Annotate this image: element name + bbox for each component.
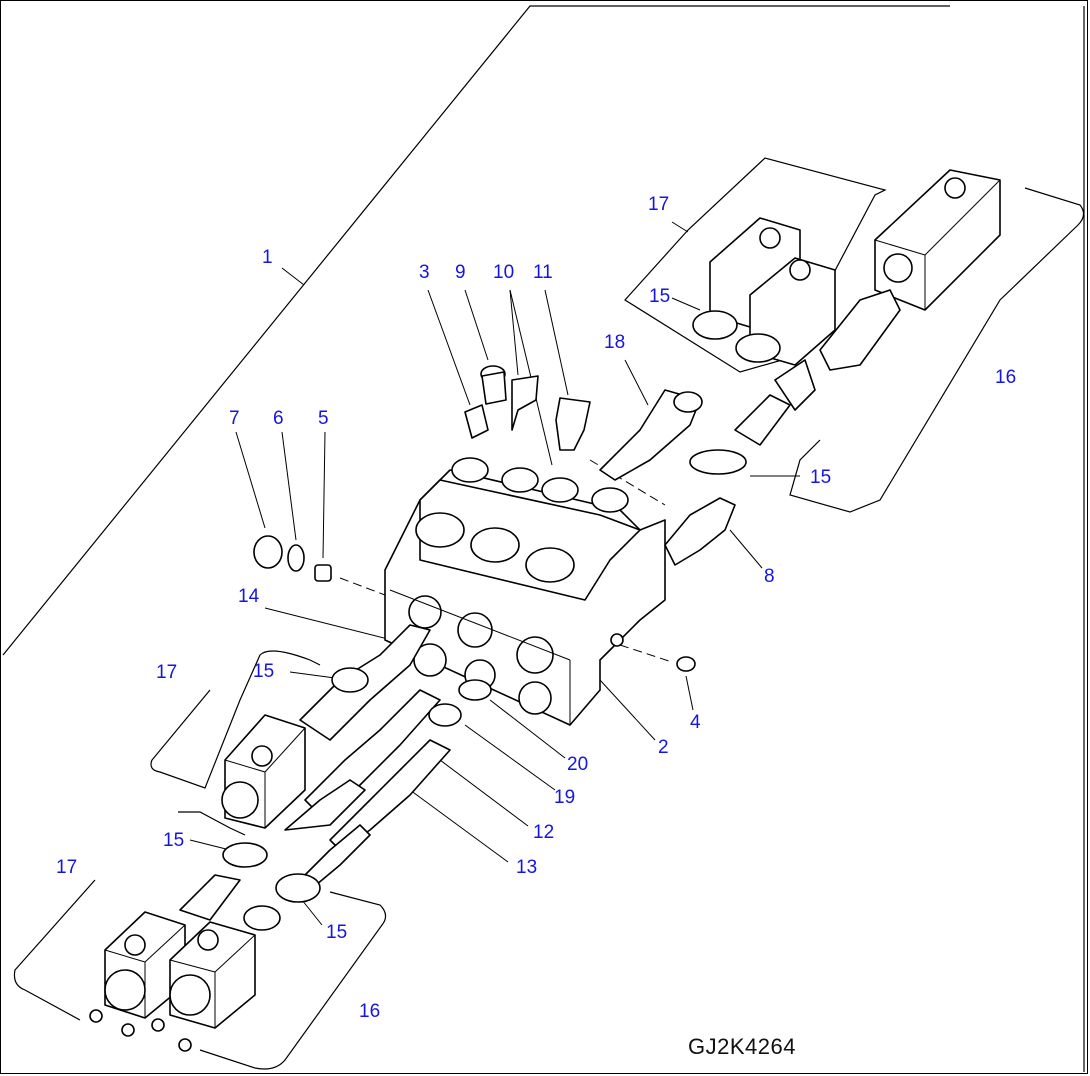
drawing-code: GJ2K4264: [688, 1034, 796, 1059]
callout-4: 4: [690, 712, 701, 733]
callout-15-b: 15: [810, 467, 832, 488]
callout-13: 13: [516, 857, 538, 878]
upper-right-solenoid-kit: [689, 169, 1001, 475]
callout-12: 12: [533, 822, 555, 843]
callout-20: 20: [567, 754, 589, 775]
callout-17-b: 17: [156, 662, 178, 683]
callout-5: 5: [318, 408, 329, 429]
callout-9: 9: [455, 262, 466, 283]
callout-15-c: 15: [253, 661, 275, 682]
valve-body: [384, 457, 666, 726]
lower-solenoid-kit: [89, 824, 371, 1052]
assembly-boundary: [2, 5, 1085, 1072]
callout-7: 7: [229, 408, 240, 429]
callout-16-a: 16: [995, 367, 1017, 388]
callout-11: 11: [533, 262, 553, 283]
callout-14: 14: [238, 586, 260, 607]
callout-15-d: 15: [163, 830, 185, 851]
callout-15-e: 15: [326, 922, 348, 943]
callout-17-c: 17: [56, 857, 78, 878]
leader-lines: [189, 221, 800, 926]
callout-8: 8: [764, 566, 775, 587]
callout-1: 1: [262, 247, 273, 268]
callout-3: 3: [419, 262, 430, 283]
right-side-parts: [664, 497, 736, 672]
callout-19: 19: [554, 787, 576, 808]
callout-18: 18: [604, 332, 626, 353]
top-valve-parts: [464, 365, 703, 481]
callout-2: 2: [658, 737, 669, 758]
left-small-parts: [253, 535, 332, 582]
callout-10: 10: [493, 262, 515, 283]
callout-15-a: 15: [649, 286, 671, 307]
callout-17-a: 17: [648, 194, 670, 215]
middle-spool-assembly: [221, 624, 492, 851]
callout-6: 6: [273, 408, 284, 429]
callout-16-b: 16: [359, 1001, 381, 1022]
